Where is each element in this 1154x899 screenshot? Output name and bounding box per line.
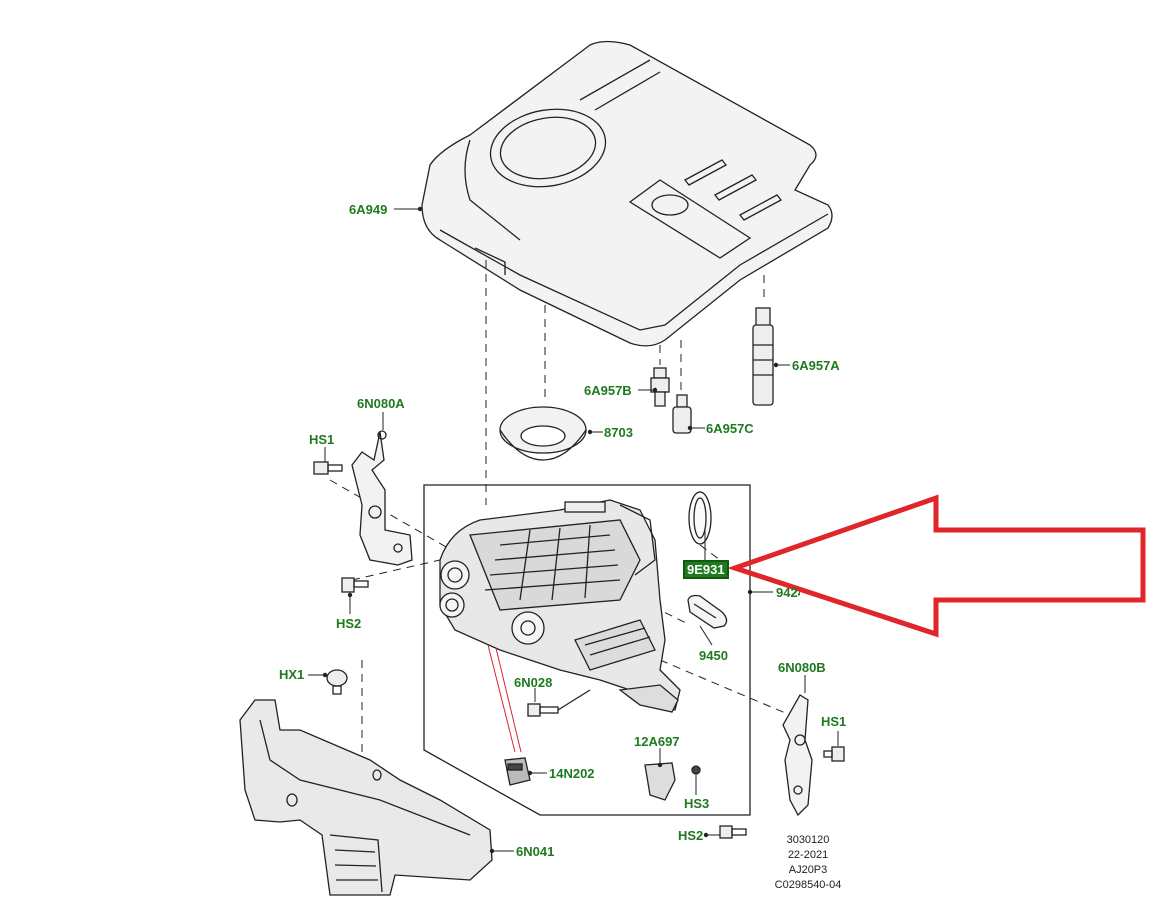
bolt-hs2-left <box>341 577 369 593</box>
leader-dots <box>322 206 779 854</box>
gasket-9450 <box>687 594 728 629</box>
label-6n028: 6N028 <box>514 675 553 690</box>
bracket-6n080b <box>782 694 813 817</box>
label-6a957b: 6A957B <box>584 383 632 398</box>
stud-6a957b <box>650 367 670 407</box>
seal-9e931 <box>688 491 712 545</box>
label-6n041: 6N041 <box>516 844 555 859</box>
bolt-hs2-right <box>719 825 747 839</box>
manifold-9424 <box>439 499 681 713</box>
label-6n080b: 6N080B <box>778 660 826 675</box>
label-6a957a: 6A957A <box>792 358 840 373</box>
bolt-hs1-left <box>313 461 343 475</box>
heat-shield-6n041 <box>239 699 493 896</box>
assembly-inset-frame <box>423 484 751 816</box>
label-6a949: 6A949 <box>349 202 388 217</box>
label-hs2-right: HS2 <box>678 828 704 843</box>
label-hs1-left: HS1 <box>309 432 335 447</box>
sensor-14n202 <box>504 757 531 786</box>
assembly-lines <box>329 260 791 765</box>
clip-hx1 <box>326 669 348 695</box>
engine-cover <box>421 40 833 347</box>
label-hs1-right: HS1 <box>821 714 847 729</box>
label-9424: 9424 <box>776 585 800 600</box>
screw-6n028 <box>527 689 591 717</box>
label-6a957c: 6A957C <box>706 421 754 436</box>
stud-6a957c <box>672 394 692 434</box>
reference-line-3: AJ20P3 <box>788 864 828 876</box>
bracket-6n080a <box>351 430 413 566</box>
callout-arrow <box>727 494 1146 638</box>
label-9450: 9450 <box>699 648 728 663</box>
sensor-leader-lines <box>487 644 522 753</box>
sensor-12a697 <box>644 762 701 801</box>
label-hs3: HS3 <box>684 796 710 811</box>
reference-line-4: C0298540-04 <box>774 879 842 891</box>
label-14n202: 14N202 <box>549 766 595 781</box>
reference-line-2: 22-2021 <box>787 849 829 861</box>
bolt-hs1-right <box>823 746 845 762</box>
label-8703: 8703 <box>604 425 633 440</box>
grommet-8703 <box>499 406 587 461</box>
label-6n080a: 6N080A <box>357 396 405 411</box>
stud-6a957a <box>752 307 774 406</box>
label-12a697: 12A697 <box>634 734 680 749</box>
leader-lines <box>308 208 839 852</box>
label-9e931: 9E931 <box>683 560 729 579</box>
reference-line-1: 3030120 <box>786 834 830 846</box>
reference-block: 3030120 22-2021 AJ20P3 C0298540-04 <box>753 833 863 893</box>
label-hx1: HX1 <box>279 667 305 682</box>
label-hs2-left: HS2 <box>336 616 362 631</box>
